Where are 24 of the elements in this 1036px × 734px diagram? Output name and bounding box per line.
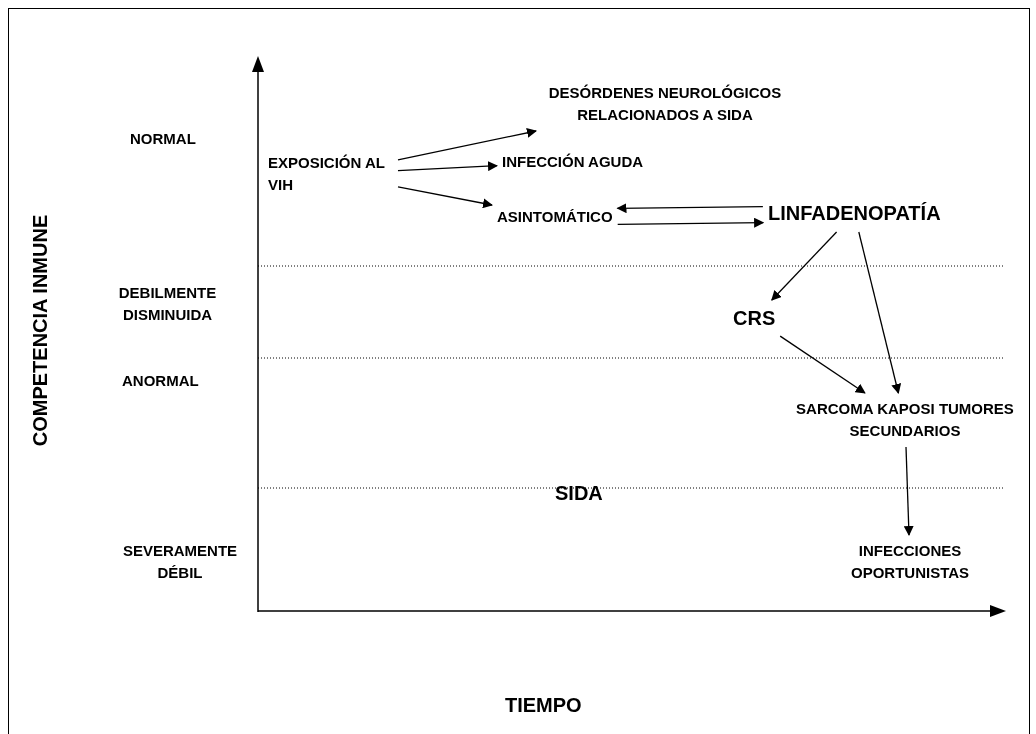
stage-text: CRS [733,305,776,332]
axis-title: COMPETENCIA INMUNE [27,214,52,446]
arrow [779,335,866,394]
band-label: ANORMAL [122,371,199,391]
arrow [771,231,838,301]
axis-title: TIEMPO [505,693,582,718]
arrow [617,217,765,228]
stage-text: EXPOSICIÓN AL VIH [268,152,393,196]
band-label: SEVERAMENTE DÉBIL [121,541,239,583]
stage-text: INFECCIÓN AGUDA [502,151,644,173]
stage-text: INFECCIONES OPORTUNISTAS [820,540,1000,584]
band-label: DEBILMENTE DISMINUIDA [117,283,218,325]
stage-text: DESÓRDENES NEUROLÓGICOS RELACIONADOS A SIDA [500,82,830,126]
band-label: NORMAL [130,129,196,149]
arrow [397,186,493,209]
region-label: SIDA [555,481,603,506]
stage-text: ASINTOMÁTICO [497,206,613,228]
stage-text: LINFADENOPATÍA [768,200,941,227]
arrow [616,203,764,214]
stage-text: SARCOMA KAPOSI TUMORES SECUNDARIOS [770,398,1036,442]
arrow [397,161,498,172]
arrow [397,127,537,161]
arrow [903,446,914,536]
arrow [858,231,902,394]
